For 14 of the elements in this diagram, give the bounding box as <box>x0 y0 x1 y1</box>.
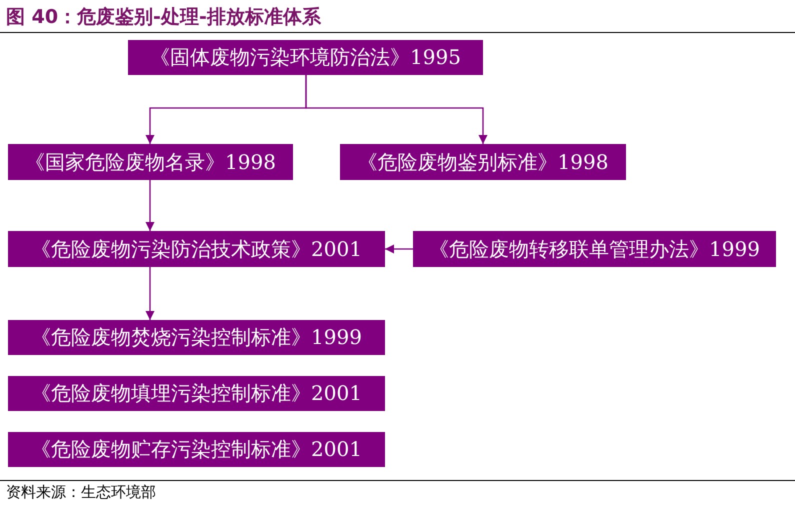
figure-title: 图 40：危废鉴别-处理-排放标准体系 <box>6 5 321 30</box>
arrow <box>145 180 155 231</box>
standard-box: 《危险废物贮存污染控制标准》2001 <box>8 432 385 467</box>
standard-box: 《危险废物焚烧污染控制标准》1999 <box>8 320 385 355</box>
arrow <box>145 267 155 320</box>
standard-box: 《危险废物鉴别标准》1998 <box>340 144 626 180</box>
arrow <box>385 244 413 254</box>
standard-box: 《危险废物填埋污染控制标准》2001 <box>8 376 385 411</box>
standard-box: 《国家危险废物名录》1998 <box>8 144 293 180</box>
standard-box: 《危险废物转移联单管理办法》1999 <box>413 231 776 267</box>
arrow <box>305 75 488 144</box>
standard-box: 《危险废物污染防治技术政策》2001 <box>8 231 385 267</box>
source-note: 资料来源：生态环境部 <box>6 483 156 502</box>
standard-box: 《固体废物污染环境防治法》1995 <box>128 40 483 75</box>
